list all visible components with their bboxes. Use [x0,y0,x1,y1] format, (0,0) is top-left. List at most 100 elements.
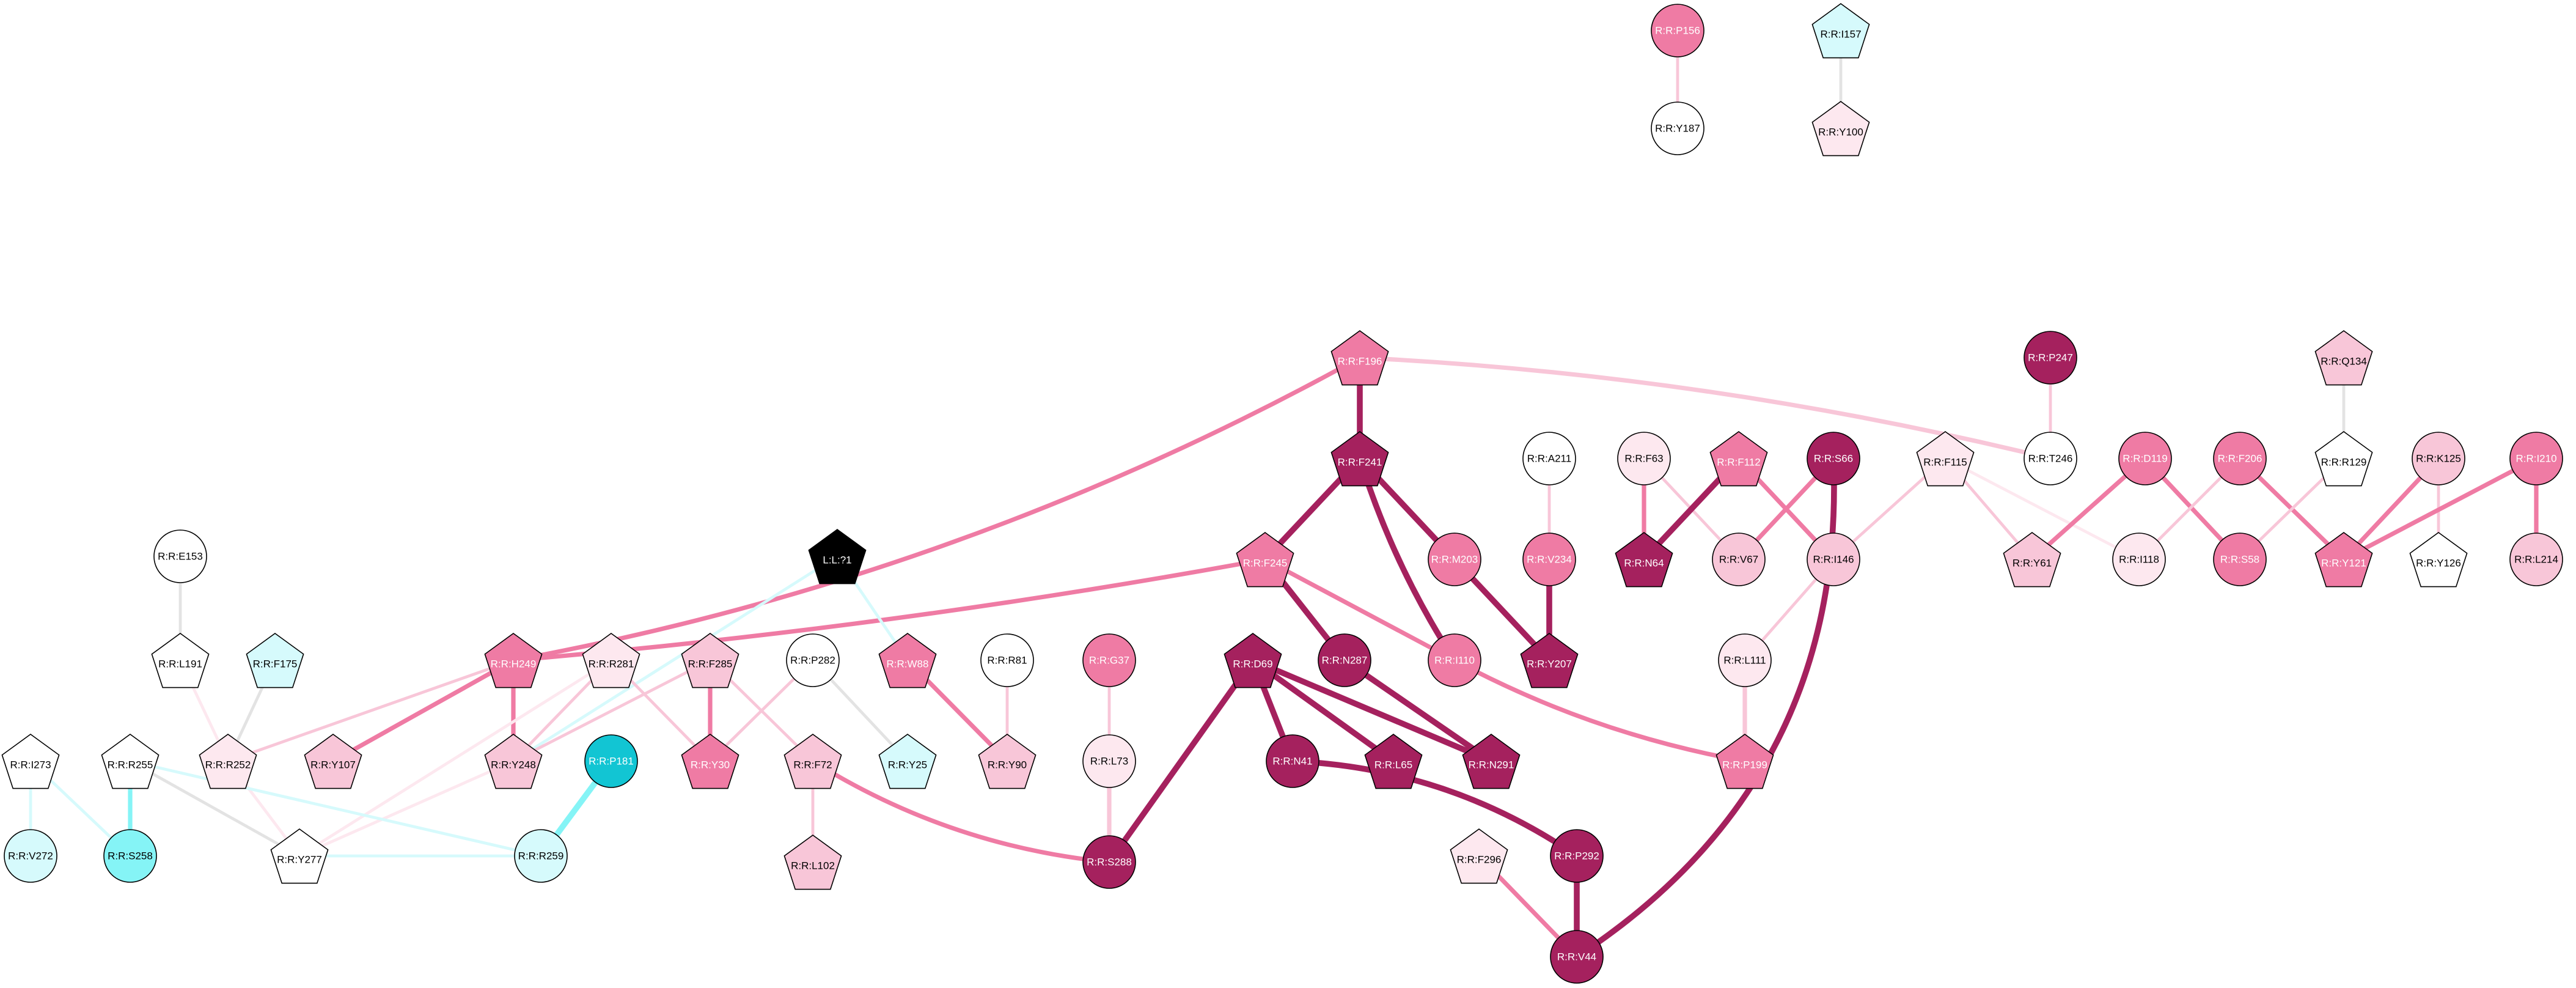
node-r129[interactable]: R:R:R129 [2314,431,2373,487]
node-a211[interactable]: R:R:A211 [1522,432,1576,485]
node-l65[interactable]: R:R:L65 [1364,734,1423,789]
node-f245[interactable]: R:R:F245 [1236,532,1294,588]
node-circle [1550,930,1604,984]
node-y187[interactable]: R:R:Y187 [1651,101,1704,155]
node-d69[interactable]: R:R:D69 [1224,633,1282,688]
node-q134[interactable]: R:R:Q134 [2314,330,2373,386]
node-circle [1266,734,1319,788]
node-n287[interactable]: R:R:N287 [1318,633,1371,687]
node-i110[interactable]: R:R:I110 [1428,633,1481,687]
node-circle [2112,533,2166,586]
node-l191[interactable]: R:R:L191 [151,633,210,688]
node-s288[interactable]: R:R:S288 [1082,835,1136,889]
edge-n41-p292 [1290,758,1580,859]
node-p181[interactable]: R:R:P181 [584,734,638,788]
node-m203[interactable]: R:R:M203 [1428,533,1481,586]
node-label: R:R:F285 [688,658,733,670]
node-i210[interactable]: R:R:I210 [2509,432,2563,485]
node-r81[interactable]: R:R:R81 [980,633,1034,687]
node-l71[interactable]: L:L:?1 [808,529,867,584]
node-circle [1522,432,1576,485]
node-f296[interactable]: R:R:F296 [1450,828,1508,884]
node-circle [1651,101,1704,155]
node-n291[interactable]: R:R:N291 [1462,734,1521,789]
node-label: R:R:F196 [1338,356,1382,367]
node-y90[interactable]: R:R:Y90 [978,734,1037,789]
node-f63[interactable]: R:R:F63 [1617,432,1671,485]
node-i118[interactable]: R:R:I118 [2112,533,2166,586]
node-v234[interactable]: R:R:V234 [1522,533,1576,586]
node-i273[interactable]: R:R:I273 [1,734,60,789]
node-label: R:R:P247 [2028,352,2073,364]
node-i146[interactable]: R:R:I146 [1807,533,1860,586]
node-y126[interactable]: R:R:Y126 [2409,532,2468,588]
node-f175[interactable]: R:R:F175 [246,633,304,688]
node-g37[interactable]: R:R:G37 [1082,633,1136,687]
node-y107[interactable]: R:R:Y107 [304,734,362,789]
node-circle [1651,4,1704,57]
node-l73[interactable]: R:R:L73 [1082,734,1136,788]
node-k125[interactable]: R:R:K125 [2412,432,2465,485]
node-f72[interactable]: R:R:F72 [783,734,842,789]
node-i157[interactable]: R:R:I157 [1811,3,1870,59]
node-f115[interactable]: R:R:F115 [1916,431,1975,487]
node-v67[interactable]: R:R:V67 [1712,533,1766,586]
node-y25[interactable]: R:R:Y25 [878,734,937,789]
node-s58[interactable]: R:R:S58 [2213,533,2267,586]
node-l102[interactable]: R:R:L102 [783,835,842,890]
node-n41[interactable]: R:R:N41 [1266,734,1319,788]
node-f285[interactable]: R:R:F285 [681,633,739,688]
node-p282[interactable]: R:R:P282 [786,633,840,687]
node-pentagon [1811,3,1870,59]
edge-f115-i118 [1943,457,2141,561]
node-v44[interactable]: R:R:V44 [1550,930,1604,984]
node-s66[interactable]: R:R:S66 [1807,432,1860,485]
node-y121[interactable]: R:R:Y121 [2314,532,2373,588]
node-s258[interactable]: R:R:S258 [103,829,157,883]
node-f206[interactable]: R:R:F206 [2213,432,2267,485]
node-r252[interactable]: R:R:R252 [199,734,257,789]
node-p156[interactable]: R:R:P156 [1651,4,1704,57]
node-pentagon [246,633,304,688]
node-f112[interactable]: R:R:F112 [1709,431,1768,487]
node-circle [1082,633,1136,687]
node-n64[interactable]: R:R:N64 [1615,532,1673,588]
node-y207[interactable]: R:R:Y207 [1520,633,1579,688]
node-y61[interactable]: R:R:Y61 [2003,532,2061,588]
node-r259[interactable]: R:R:R259 [514,829,568,883]
node-l214[interactable]: R:R:L214 [2509,533,2563,586]
node-circle [1718,633,1772,687]
node-circle [2509,533,2563,586]
node-pentagon [783,835,842,890]
edge-d69-l65 [1250,657,1396,764]
node-f196[interactable]: R:R:F196 [1330,330,1389,386]
node-f241[interactable]: R:R:F241 [1330,431,1389,487]
node-pentagon [2314,532,2373,588]
node-pentagon [978,734,1037,789]
node-p199[interactable]: R:R:P199 [1715,734,1774,789]
node-r281[interactable]: R:R:R281 [582,633,640,688]
edge-i110-p199 [1452,658,1747,764]
node-y248[interactable]: R:R:Y248 [484,734,543,789]
node-r255[interactable]: R:R:R255 [101,734,160,789]
node-pentagon [1450,828,1508,884]
node-e153[interactable]: R:R:E153 [153,529,207,583]
edge-d69-s288 [1106,657,1256,865]
node-y100[interactable]: R:R:Y100 [1811,101,1870,157]
node-y30[interactable]: R:R:Y30 [681,734,739,789]
node-p247[interactable]: R:R:P247 [2024,331,2077,385]
node-y277[interactable]: R:R:Y277 [270,828,329,884]
node-label: R:R:Y30 [691,759,730,771]
node-pentagon [151,633,210,688]
node-pentagon [878,734,937,789]
node-pentagon [1520,633,1579,688]
node-h249[interactable]: R:R:H249 [484,633,543,688]
node-d119[interactable]: R:R:D119 [2118,432,2172,485]
node-p292[interactable]: R:R:P292 [1550,829,1604,883]
node-t246[interactable]: R:R:T246 [2024,432,2077,485]
node-circle [980,633,1034,687]
node-v272[interactable]: R:R:V272 [4,829,57,883]
edge-d69-n291 [1250,657,1494,764]
node-w88[interactable]: R:R:W88 [878,633,937,688]
node-l111[interactable]: R:R:L111 [1718,633,1772,687]
